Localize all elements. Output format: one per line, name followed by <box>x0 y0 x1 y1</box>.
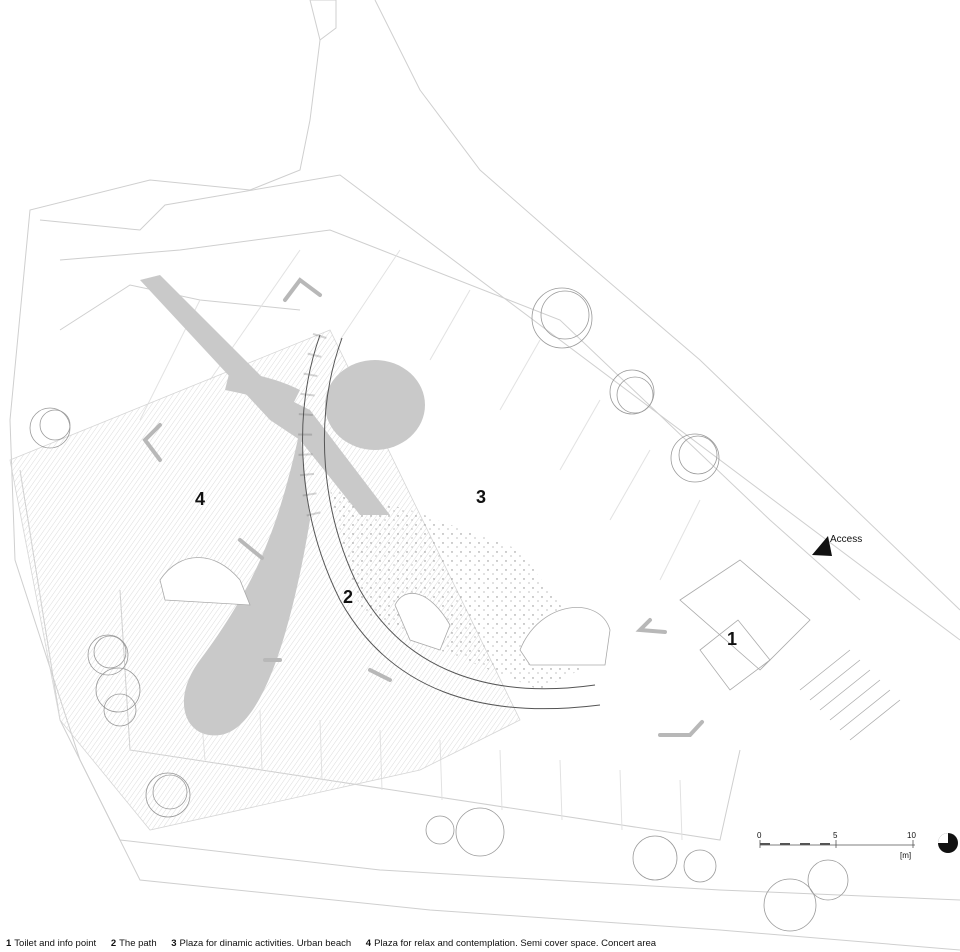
north-arrow-icon <box>938 833 958 853</box>
access-arrow-icon <box>812 536 832 556</box>
paving-shapes <box>140 275 425 736</box>
scale-unit: [m] <box>900 851 911 860</box>
zone-number-4: 4 <box>195 489 205 509</box>
curved-path <box>298 332 601 710</box>
islands <box>159 557 611 666</box>
zone-number-1: 1 <box>727 629 737 649</box>
scale-tick-5: 5 <box>833 831 838 840</box>
circulation-arrows <box>142 277 704 737</box>
access-label: Access <box>830 534 862 545</box>
scale-tick-0: 0 <box>757 831 762 840</box>
scale-bar: 0 5 10 [m] <box>757 831 916 860</box>
toilet-info-building <box>679 559 901 741</box>
scale-tick-10: 10 <box>907 831 916 840</box>
trees <box>29 287 849 932</box>
zone-number-2: 2 <box>343 587 353 607</box>
zone-number-3: 3 <box>476 487 486 507</box>
